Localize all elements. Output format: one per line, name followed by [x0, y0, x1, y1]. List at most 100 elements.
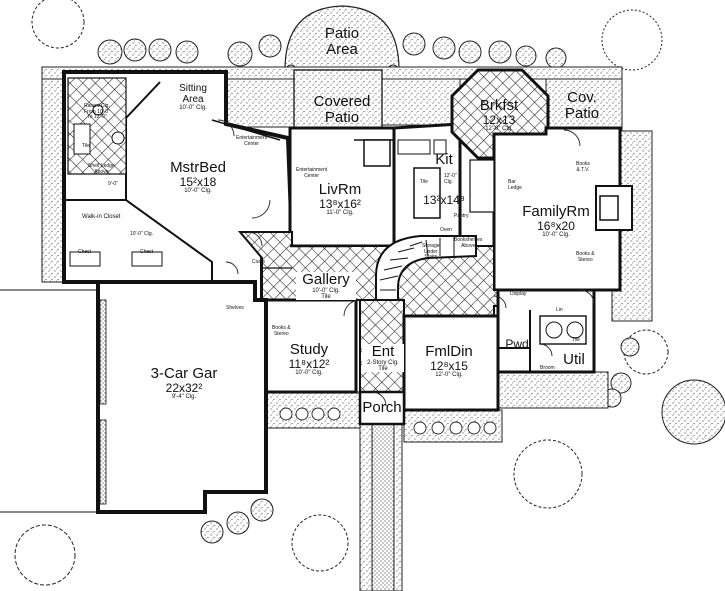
sitting-area-name: Sitting Area [179, 83, 207, 105]
coats-note: Coats [252, 259, 266, 265]
fmldin-clg: 12'-0" Clg. [435, 372, 463, 379]
bath-tile-note: Tile [82, 143, 90, 149]
shrub-tl-3 [148, 38, 172, 62]
gallery-name: Gallery [302, 271, 350, 288]
tree-top-left [31, 0, 85, 49]
fmldin-dim: 12⁸x15 [430, 358, 468, 373]
tree-right-large [661, 379, 725, 445]
gallery-clg: 10'-0" Clg. Tile [312, 287, 340, 301]
study-block: Study 11⁸x12² 10'-0" Clg. [278, 342, 340, 377]
shrub-top-12 [545, 47, 567, 69]
shrub-b1 [200, 520, 224, 544]
books-stereo-study-note: Books & Stereo [272, 325, 291, 337]
livrm-name: LivRm [318, 181, 362, 198]
shelves-note: Shelves [226, 305, 244, 311]
ent-name: Ent [371, 343, 395, 360]
covered-patio-label: Covered Patio [313, 93, 371, 126]
porch-label: Porch [362, 399, 402, 416]
storage-note: Storage Under Stairs [422, 243, 440, 260]
closet-clg-note: 10'-0" Clg. [130, 231, 154, 237]
livrm-dim: 13⁸x16² [319, 196, 361, 211]
broom-note: Broom [540, 365, 555, 371]
familyrm-block: FamilyRm 16⁸x20 10'-0" Clg. [516, 204, 596, 239]
chest-label-2: Chest [140, 249, 154, 255]
mstrbed-block: MstrBed 15²x18 10'-0" Clg. [160, 160, 236, 195]
bar-ledge-note: Bar Ledge [508, 179, 522, 191]
kit-dim: 13²x14⁸ [423, 193, 465, 207]
shrub-tl-4 [175, 40, 199, 64]
walkin-closet-label: Walk-in Closet [82, 214, 121, 220]
planters [279, 407, 497, 435]
study-clg: 10'-0" Clg. [295, 370, 323, 377]
shrub-top-9 [458, 40, 482, 64]
study-name: Study [289, 341, 329, 358]
pantry-note: Pantry [454, 213, 469, 219]
fmldin-name: FmlDin [425, 343, 473, 360]
ent-block: Ent 2-Story Clg. Tile [362, 343, 404, 373]
pwd-label: Pwd [505, 337, 529, 351]
shrub-tl-2 [123, 38, 147, 62]
gallery-block: Gallery 10'-0" Clg. Tile [296, 271, 356, 301]
tree-bottom-right [513, 439, 583, 509]
mstr-bath-note: Raised Clg. From 10'-0" To 12'-0" [84, 103, 110, 120]
familyrm-dim: 16⁸x20 [537, 218, 575, 233]
ent-center-label-2: Entertainment Center [296, 167, 328, 179]
garage-name: 3-Car Gar [150, 365, 218, 382]
shrub-tl-1 [97, 39, 123, 65]
shrub-top-7 [402, 32, 426, 56]
books-stereo-fam-note: Books & Stereo [576, 251, 595, 263]
mstrbed-name: MstrBed [170, 159, 226, 176]
front-walk [371, 423, 395, 591]
familyrm-name: FamilyRm [522, 203, 590, 220]
shrub-b2 [226, 511, 250, 535]
kit-name: Kit [435, 151, 453, 168]
shrub-top-8 [432, 36, 456, 60]
oven-note: Oven [440, 227, 452, 233]
brkfst-dim: 12x13 [482, 112, 516, 127]
sitting-area-block: Sitting Area 10'-0" Clg. [166, 83, 220, 111]
patio-area-label: Patio Area [324, 25, 360, 58]
books-tv-note: Books & T.V. [576, 161, 590, 173]
lin-note: Lin [556, 307, 563, 313]
livrm-block: LivRm 13⁸x16² 11'-0" Clg. [302, 182, 378, 217]
shrub-top-6 [258, 34, 282, 58]
tree-bottom-left [14, 524, 76, 586]
kit-block: Kit [420, 152, 468, 168]
kit-tile-note: Tile [420, 179, 428, 185]
shrub-b3 [250, 498, 274, 522]
covered-patio-shape [293, 69, 383, 133]
brkfst-block: Brkfst 12x13 12'-0" Clg. [470, 98, 528, 133]
study-dim: 11⁸x12² [288, 356, 330, 371]
brkfst-name: Brkfst [479, 97, 519, 114]
tree-top-right [601, 9, 663, 71]
familyrm-clg: 10'-0" Clg. [542, 232, 570, 239]
tree-bottom-center [291, 514, 349, 572]
garage-block: 3-Car Gar 22x32² 9'-4" Clg. [136, 366, 232, 401]
shelf-ledge-note: Shelf Ledge Above [88, 163, 115, 175]
mstrbed-dim: 15²x18 [179, 174, 217, 189]
brkfst-clg: 12'-0" Clg. [485, 126, 513, 133]
bookshelves-note: Bookshelves Above [454, 237, 483, 249]
ent-center-label-1: Entertainment Center [236, 135, 268, 147]
shrub-top-11 [515, 45, 537, 67]
util-tile-note: Tile [572, 337, 580, 343]
mstrbed-clg: 10'-0" Clg. [184, 188, 212, 195]
shrub-top-10 [488, 40, 512, 64]
shrub-r1 [620, 337, 640, 357]
livrm-clg: 11'-0" Clg. [326, 210, 354, 217]
garage-clg: 9'-4" Clg. [171, 394, 197, 401]
door-swings [217, 119, 595, 407]
display-note: Display [510, 291, 527, 297]
fmldin-block: FmlDin 12⁸x15 12'-0" Clg. [416, 344, 482, 379]
shrub-r2 [610, 372, 632, 394]
util-label: Util [563, 351, 585, 368]
bath-clg-note: 9'-0" [108, 181, 118, 187]
kit-clg-note: 12'-0" Clg. [444, 173, 457, 185]
chest-label-1: Chest [78, 249, 92, 255]
garage-dim: 22x32² [165, 380, 203, 395]
cov-patio-label: Cov. Patio [564, 89, 600, 122]
ent-clg: 2-Story Clg. Tile [367, 359, 399, 373]
shrub-tl-5 [227, 41, 253, 67]
sitting-area-clg: 10'-0" Clg. [179, 105, 207, 111]
